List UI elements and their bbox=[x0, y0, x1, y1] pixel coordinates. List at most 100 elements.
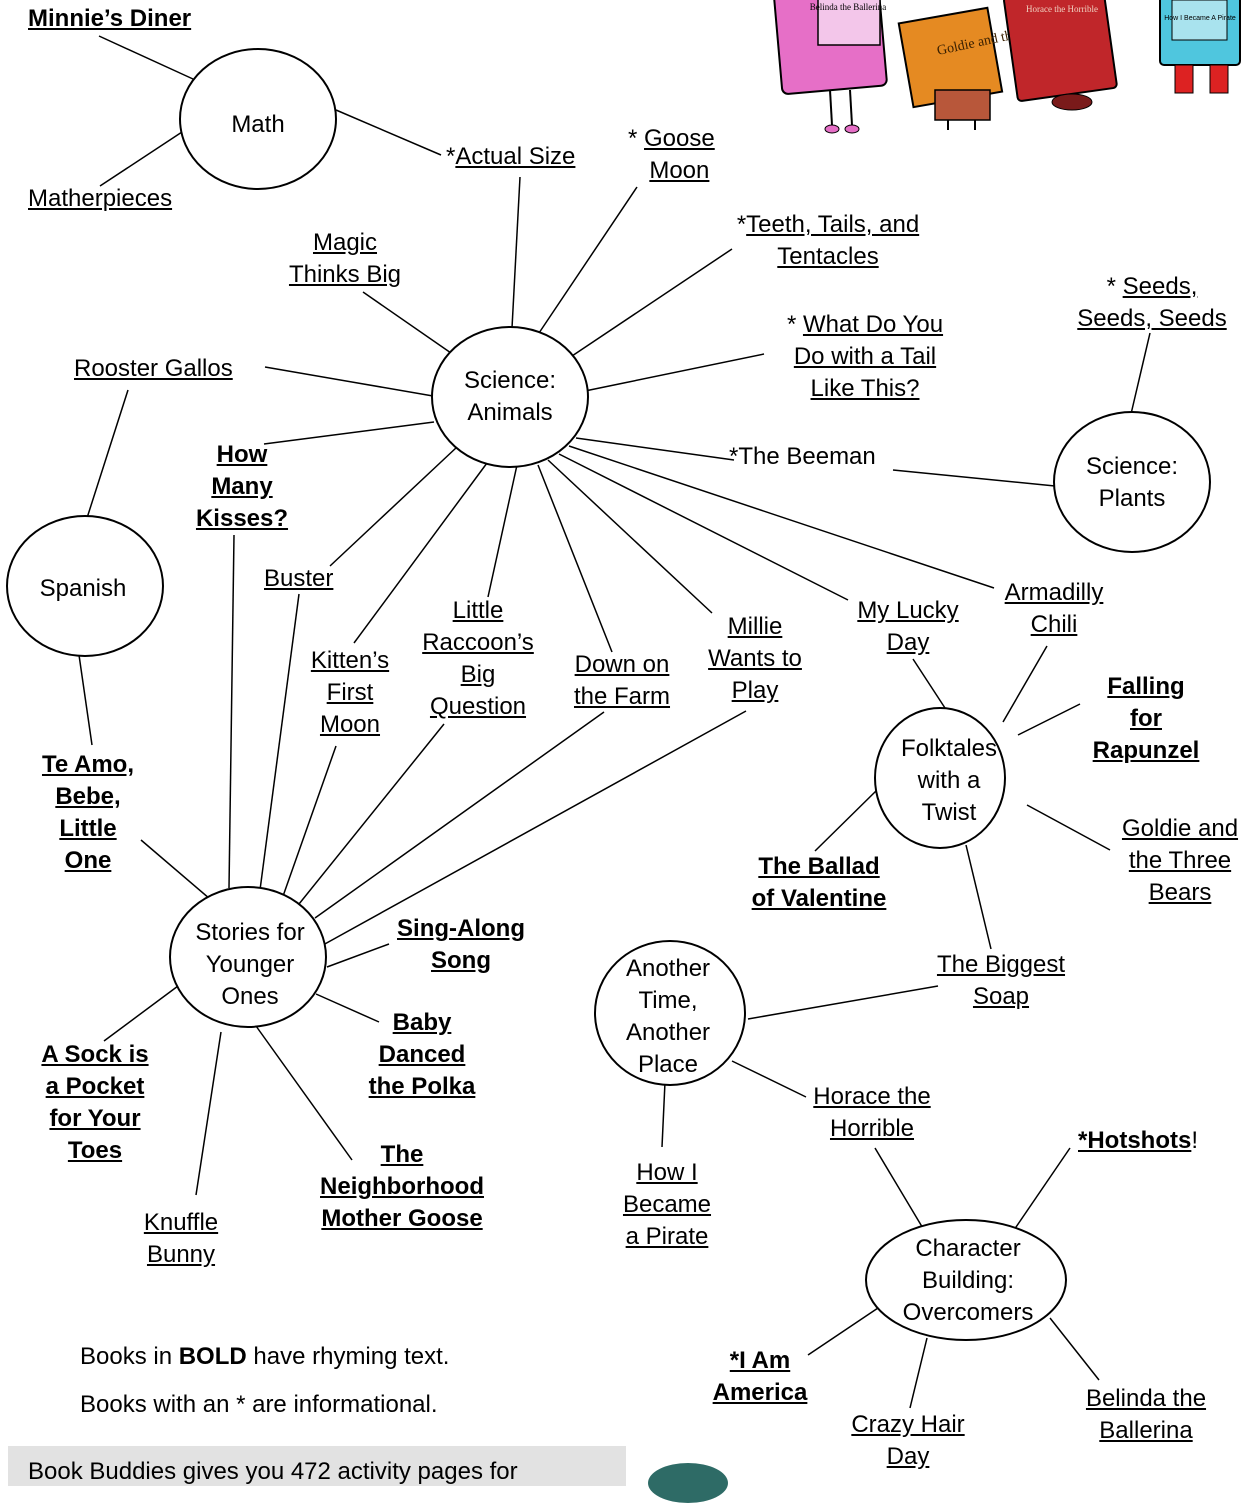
connector-line bbox=[558, 453, 849, 601]
hub-circle-science-plants bbox=[1053, 411, 1211, 553]
hub-label-science-plants: Science: Plants bbox=[1085, 453, 1179, 512]
hub-label-spanish: Spanish bbox=[39, 575, 127, 602]
hub-label-stories: Stories for Younger Ones bbox=[195, 919, 305, 1010]
book-little-raccoons-big-question[interactable]: Little Raccoon’s Big Question bbox=[422, 597, 534, 720]
connector-line bbox=[98, 35, 194, 80]
connector-line bbox=[315, 993, 380, 1023]
book-kittens-first-moon[interactable]: Kitten’s First Moon bbox=[310, 647, 390, 738]
connector-line bbox=[362, 291, 452, 354]
connector-line bbox=[814, 789, 878, 852]
connector-line bbox=[661, 1081, 666, 1148]
connector-line bbox=[909, 1337, 928, 1409]
horace-book-image: Horace the Horrible bbox=[1003, 0, 1118, 111]
book-a-sock-is-a-pocket[interactable]: A Sock is a Pocket for Your Toes bbox=[41, 1041, 149, 1164]
promo-text: Book Buddies gives you 472 activity page… bbox=[28, 1458, 518, 1485]
connector-line bbox=[326, 943, 390, 968]
book-sing-along-song[interactable]: Sing-Along Song bbox=[397, 915, 525, 974]
legend-bold: Books in BOLD have rhyming text. bbox=[80, 1343, 450, 1370]
book-knuffle-bunny[interactable]: Knuffle Bunny bbox=[143, 1209, 219, 1268]
connector-line bbox=[575, 437, 735, 461]
hub-label-science-animals: Science: Animals bbox=[463, 367, 557, 426]
book-baby-danced-the-polka[interactable]: Baby Danced the Polka bbox=[368, 1009, 476, 1100]
book-goose-moon[interactable]: * Goose Moon bbox=[628, 125, 715, 184]
book-falling-for-rapunzel[interactable]: Falling for Rapunzel bbox=[1092, 673, 1200, 764]
connector-line bbox=[86, 389, 129, 519]
connector-line bbox=[255, 1025, 353, 1161]
book-belinda-the-ballerina[interactable]: Belinda the Ballerina bbox=[1085, 1385, 1207, 1444]
book-how-many-kisses[interactable]: How Many Kisses? bbox=[195, 441, 289, 532]
book-down-on-the-farm[interactable]: Down on the Farm bbox=[573, 651, 671, 710]
book-horace-the-horrible[interactable]: Horace the Horrible bbox=[813, 1083, 931, 1142]
svg-text:Belinda the Ballerina: Belinda the Ballerina bbox=[810, 2, 886, 12]
hub-circle-folktales bbox=[874, 707, 1006, 849]
book-rooster-gallos[interactable]: Rooster Gallos bbox=[74, 355, 233, 382]
connector-line bbox=[195, 1031, 222, 1196]
concept-map-lines bbox=[6, 35, 1211, 1409]
hub-label-another-time: Another Time, Another Place bbox=[625, 955, 711, 1078]
connector-line bbox=[538, 186, 638, 334]
connector-line bbox=[263, 421, 435, 445]
connector-line bbox=[1026, 804, 1111, 851]
connector-line bbox=[1017, 703, 1081, 736]
connector-line bbox=[547, 459, 713, 614]
connector-line bbox=[103, 985, 179, 1042]
connector-line bbox=[747, 985, 939, 1020]
hub-circle-another-time bbox=[594, 940, 746, 1086]
belinda-book-image: Belinda the Ballerina bbox=[773, 0, 888, 134]
svg-text:Horace the Horrible: Horace the Horrible bbox=[1026, 4, 1098, 14]
connector-line bbox=[228, 534, 235, 889]
hub-circle-stories bbox=[169, 886, 327, 1028]
promo-bubble-icon bbox=[648, 1463, 728, 1503]
connector-line bbox=[281, 745, 337, 900]
book-millie-wants-to-play[interactable]: Millie Wants to Play bbox=[708, 613, 802, 704]
legend-informational: Books with an * are informational. bbox=[80, 1391, 438, 1418]
book-crazy-hair-day[interactable]: Crazy Hair Day bbox=[851, 1411, 965, 1470]
connector-line bbox=[264, 366, 434, 397]
book-i-am-america[interactable]: *I Am America bbox=[712, 1347, 808, 1406]
connector-line bbox=[912, 658, 946, 709]
book-the-biggest-soap[interactable]: The Biggest Soap bbox=[936, 951, 1066, 1010]
hub-circle-character bbox=[865, 1219, 1067, 1341]
connector-line bbox=[1002, 645, 1048, 723]
connector-line bbox=[335, 109, 442, 156]
connector-line bbox=[874, 1147, 925, 1231]
book-minnies-diner[interactable]: Minnie’s Diner bbox=[28, 5, 192, 32]
book-neighborhood-mother-goose[interactable]: The Neighborhood Mother Goose bbox=[320, 1141, 484, 1232]
book-how-i-became-a-pirate[interactable]: How I Became a Pirate bbox=[622, 1159, 712, 1250]
connector-line bbox=[78, 654, 93, 746]
connector-line bbox=[1013, 1147, 1071, 1231]
connector-line bbox=[1130, 332, 1151, 415]
connector-line bbox=[892, 469, 1056, 487]
connector-line bbox=[571, 248, 733, 357]
book-seeds-seeds-seeds[interactable]: * Seeds,Seeds, Seeds bbox=[1077, 273, 1227, 332]
connector-line bbox=[487, 464, 518, 598]
connector-line bbox=[1049, 1317, 1100, 1381]
book-buster[interactable]: Buster bbox=[264, 565, 334, 592]
connector-line bbox=[140, 839, 211, 900]
hub-circle-science-animals bbox=[431, 326, 589, 468]
book-armadilly-chili[interactable]: Armadilly Chili bbox=[1004, 579, 1104, 638]
book-actual-size[interactable]: *Actual Size bbox=[446, 143, 576, 170]
book-ballad-of-valentine[interactable]: The Ballad of Valentine bbox=[751, 853, 887, 912]
book-my-lucky-day[interactable]: My Lucky Day bbox=[857, 597, 959, 656]
svg-text:How I Became A Pirate: How I Became A Pirate bbox=[1164, 15, 1236, 22]
hub-circle-spanish bbox=[6, 515, 164, 657]
book-te-amo-bebe-little-one[interactable]: Te Amo, Bebe, Little One bbox=[41, 751, 134, 874]
connector-line bbox=[329, 446, 458, 567]
book-magic-thinks-big[interactable]: Magic Thinks Big bbox=[288, 229, 402, 288]
pirate-book-image: How I Became A Pirate bbox=[1159, 0, 1241, 94]
connector-line bbox=[511, 176, 521, 329]
connector-line bbox=[322, 710, 747, 946]
connector-line bbox=[298, 723, 445, 905]
book-matherpieces[interactable]: Matherpieces bbox=[28, 185, 173, 212]
connector-line bbox=[807, 1307, 879, 1356]
connector-line bbox=[259, 593, 300, 891]
promo-banner: Book Buddies gives you 472 activity page… bbox=[8, 1446, 626, 1486]
book-goldie-and-the-three-bears[interactable]: Goldie and the Three Bears bbox=[1121, 815, 1239, 906]
book-hotshots[interactable]: *Hotshots! bbox=[1078, 1127, 1199, 1154]
book-the-beeman[interactable]: *The Beeman bbox=[729, 443, 876, 470]
connector-line bbox=[537, 464, 613, 653]
connector-line bbox=[314, 711, 605, 919]
